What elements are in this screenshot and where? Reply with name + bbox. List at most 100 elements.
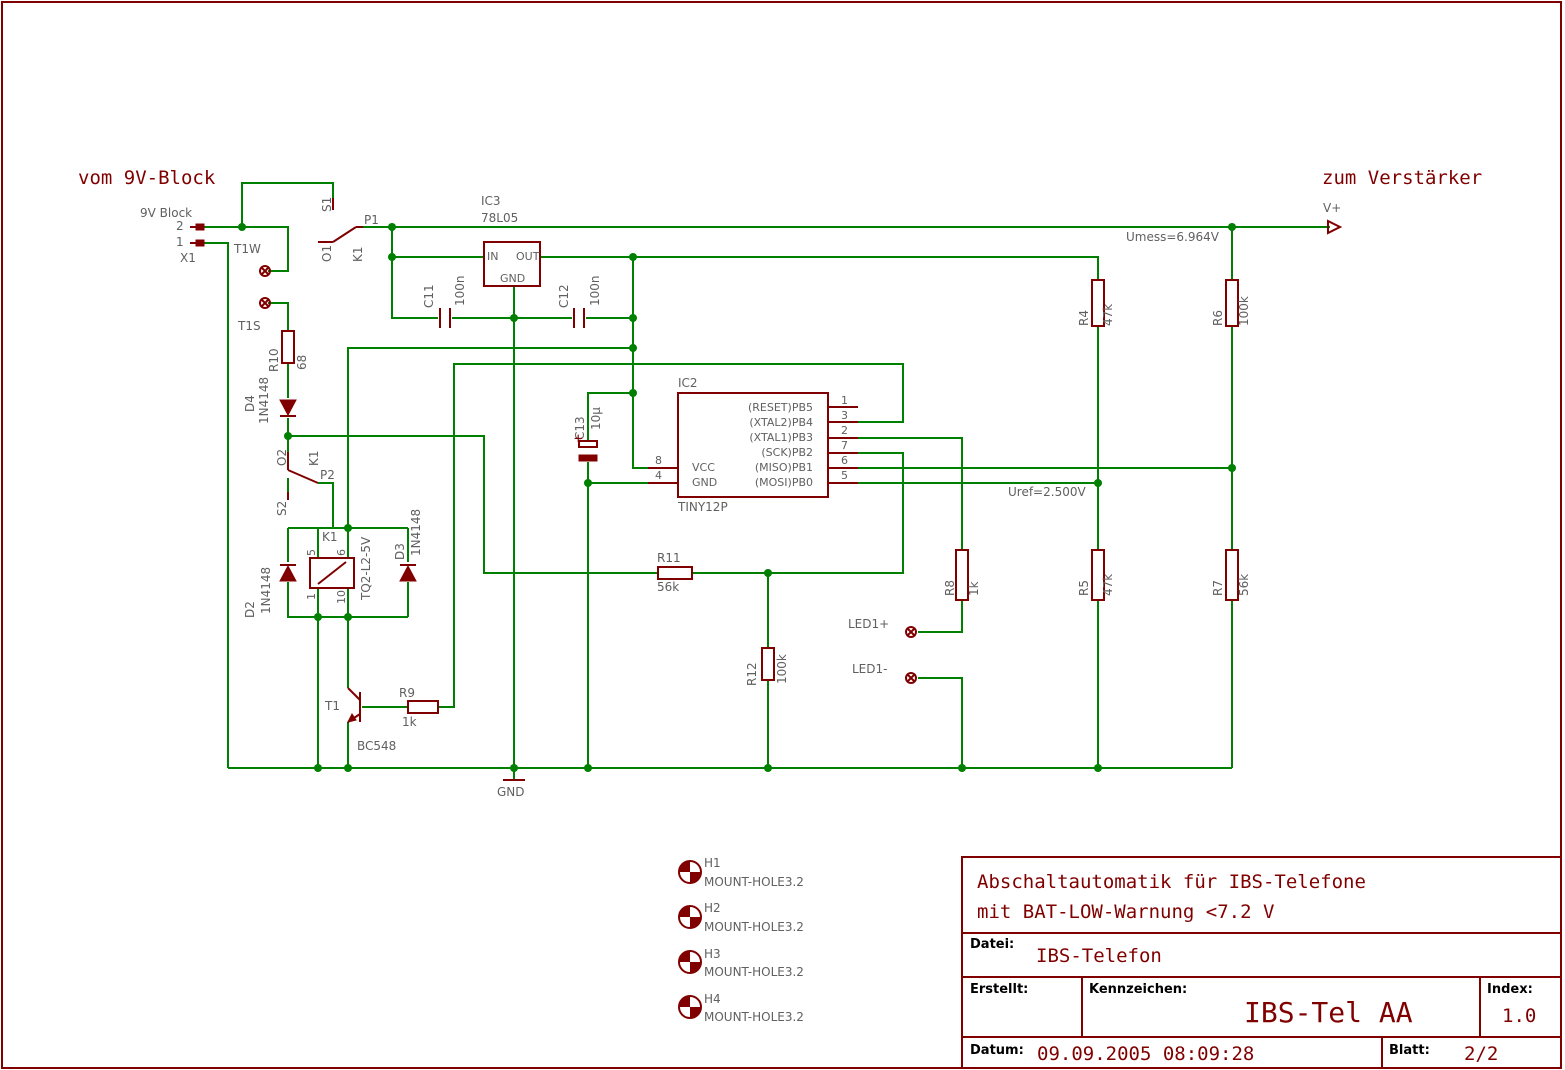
label-r6-val: 100k	[1237, 296, 1251, 326]
label-gnd: GND	[497, 785, 525, 799]
label-c11: C11	[422, 284, 436, 308]
label-ic3-gnd: GND	[500, 272, 525, 285]
label-vplus: V+	[1323, 201, 1341, 215]
label-o1: O1	[320, 245, 334, 262]
mcu-pins	[648, 406, 858, 484]
header-right: zum Verstärker	[1322, 167, 1482, 189]
relay-pin-5: 5	[305, 549, 318, 556]
relay-contact-k1-top	[318, 198, 363, 243]
label-r7: R7	[1211, 580, 1225, 596]
battery-connector	[190, 223, 205, 247]
label-c12-val: 100n	[588, 275, 602, 306]
mcu-ic2	[677, 392, 829, 498]
c13-plus: +	[574, 431, 582, 447]
label-c11-val: 100n	[453, 275, 467, 306]
relay-contact-k1-mid	[287, 452, 319, 500]
label-c13-val: 10µ	[589, 407, 603, 430]
label-d3-val: 1N4148	[409, 509, 423, 556]
resistor-r10	[281, 330, 295, 364]
pin-num-8: 8	[655, 454, 662, 467]
label-r11-val: 56k	[657, 580, 679, 594]
mount-hole-value: MOUNT-HOLE3.2	[704, 965, 804, 979]
pin-num-3: 3	[841, 409, 848, 422]
datum-value: 09.09.2005 08:09:28	[1037, 1043, 1254, 1065]
blatt-label: Blatt:	[1389, 1043, 1430, 1058]
resistor-r8	[955, 549, 969, 601]
title-line-1: Abschaltautomatik für IBS-Telefone	[977, 871, 1366, 893]
diode-d4	[279, 399, 297, 417]
relay-pin-1: 1	[305, 593, 318, 600]
datei-label: Datei:	[970, 937, 1014, 952]
label-d2: D2	[243, 601, 257, 618]
label-r6: R6	[1211, 310, 1225, 326]
label-pb0: (MOSI)PB0	[755, 476, 813, 489]
mount-hole-value: MOUNT-HOLE3.2	[704, 920, 804, 934]
header-left: vom 9V-Block	[78, 167, 216, 189]
pad-t1s	[259, 297, 271, 309]
kennzeichen-label: Kennzeichen:	[1089, 982, 1187, 997]
label-r5-val: 47k	[1101, 574, 1115, 596]
label-t1-val: BC548	[357, 739, 396, 753]
pin-num-1: 1	[841, 394, 848, 407]
label-t1: T1	[324, 699, 340, 713]
capacitor-c13	[578, 440, 598, 462]
label-r5: R5	[1077, 580, 1091, 596]
blatt-value: 2/2	[1464, 1043, 1498, 1065]
label-ic2-val: TINY12P	[677, 500, 728, 514]
label-led1-minus: LED1-	[852, 662, 887, 676]
capacitor-c11	[439, 308, 451, 328]
pin-num-7: 7	[841, 439, 848, 452]
label-pb2: (SCK)PB2	[761, 446, 813, 459]
pin-num-6: 6	[841, 454, 848, 467]
title-line-2: mit BAT-LOW-Warnung <7.2 V	[977, 901, 1274, 923]
pin-num-2: 2	[841, 424, 848, 437]
mount-hole-ref: H3	[704, 947, 721, 961]
pin-num-4: 4	[655, 469, 662, 482]
label-r8-val: 1k	[967, 581, 981, 596]
mount-hole-ref: H4	[704, 992, 721, 1006]
mount-hole-ref: H2	[704, 901, 721, 915]
vplus-arrow	[1327, 219, 1343, 235]
label-c12: C12	[557, 284, 571, 308]
label-p1: P1	[364, 213, 379, 227]
diode-d3	[399, 564, 417, 582]
relay-coil-k1	[309, 557, 355, 589]
label-r12: R12	[745, 662, 759, 686]
resistor-r12	[761, 647, 775, 681]
index-label: Index:	[1487, 982, 1533, 997]
regulator-ic3	[483, 241, 541, 287]
label-battery-pin1: 1	[176, 235, 184, 249]
label-ic2-gnd: GND	[692, 476, 717, 489]
label-s1: S1	[320, 197, 334, 212]
index-value: 1.0	[1502, 1005, 1536, 1027]
pin-num-5: 5	[841, 469, 848, 482]
label-r10-val: 68	[295, 355, 309, 370]
label-led1-plus: LED1+	[848, 617, 889, 631]
label-k1-mid: K1	[307, 450, 321, 466]
label-r12-val: 100k	[775, 654, 789, 684]
relay-pin-6: 6	[335, 549, 348, 556]
label-umess: Umess=6.964V	[1126, 230, 1220, 244]
mount-hole-ref: H1	[704, 856, 721, 870]
label-k1-relay: K1	[322, 530, 338, 544]
kennzeichen-value: IBS-Tel AA	[1244, 996, 1413, 1029]
label-pb4: (XTAL2)PB4	[749, 416, 813, 429]
mount-hole-symbols	[678, 860, 702, 1019]
label-t1w: T1W	[233, 242, 261, 256]
label-uref: Uref=2.500V	[1008, 485, 1086, 499]
resistor-r6	[1225, 279, 1239, 327]
label-d3: D3	[393, 543, 407, 560]
mount-hole-value: MOUNT-HOLE3.2	[704, 875, 804, 889]
label-r7-val: 56k	[1237, 574, 1251, 596]
diode-d2	[279, 564, 297, 582]
pad-t1w	[259, 265, 271, 277]
wires	[200, 182, 1330, 780]
label-r9-val: 1k	[402, 715, 417, 729]
label-d2-val: 1N4148	[259, 567, 273, 614]
label-r4: R4	[1077, 310, 1091, 326]
label-r4-val: 47k	[1101, 304, 1115, 326]
label-ic3-in: IN	[487, 250, 498, 263]
label-x1: X1	[180, 251, 196, 265]
resistor-r7	[1225, 549, 1239, 601]
